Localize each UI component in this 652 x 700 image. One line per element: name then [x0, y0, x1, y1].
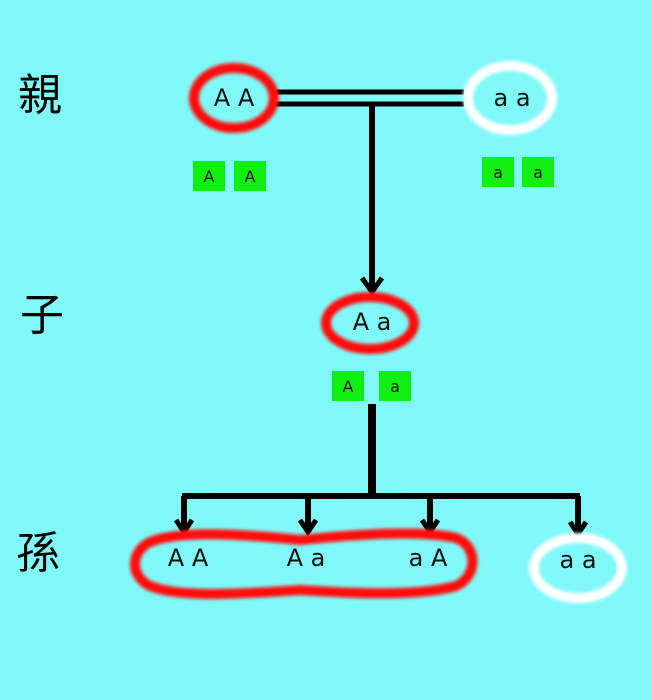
child-grandchild-branches — [173, 404, 589, 539]
gamete-box: a — [522, 157, 554, 187]
generation-label-child: 子 — [20, 290, 64, 341]
child-circle — [321, 292, 419, 354]
parent-recessive-circle — [463, 61, 557, 135]
grandchild-genotype-2: A a — [286, 544, 326, 572]
parent-right-genotype: a a — [493, 84, 531, 112]
cross-lines — [276, 89, 464, 107]
grandchild-genotype-4: a a — [559, 546, 597, 574]
gamete-box: A — [332, 371, 364, 401]
parent-child-arrow — [359, 104, 385, 297]
grandchild-genotype-3: a A — [408, 544, 448, 572]
parent-left-genotype: A A — [213, 84, 255, 112]
child-genotype: A a — [352, 308, 392, 336]
gamete-box: A — [234, 161, 266, 191]
generation-label-parent: 親 — [18, 70, 62, 121]
grandchild-dominant-group-outline — [130, 528, 478, 599]
gamete-box: a — [482, 157, 514, 187]
gamete-box: A — [193, 161, 225, 191]
generation-label-grandchild: 孫 — [16, 528, 60, 579]
gamete-box: a — [379, 371, 411, 401]
grandchild-recessive-circle — [529, 533, 627, 603]
grandchild-genotype-1: A A — [167, 544, 209, 572]
parent-dominant-circle — [189, 63, 279, 133]
